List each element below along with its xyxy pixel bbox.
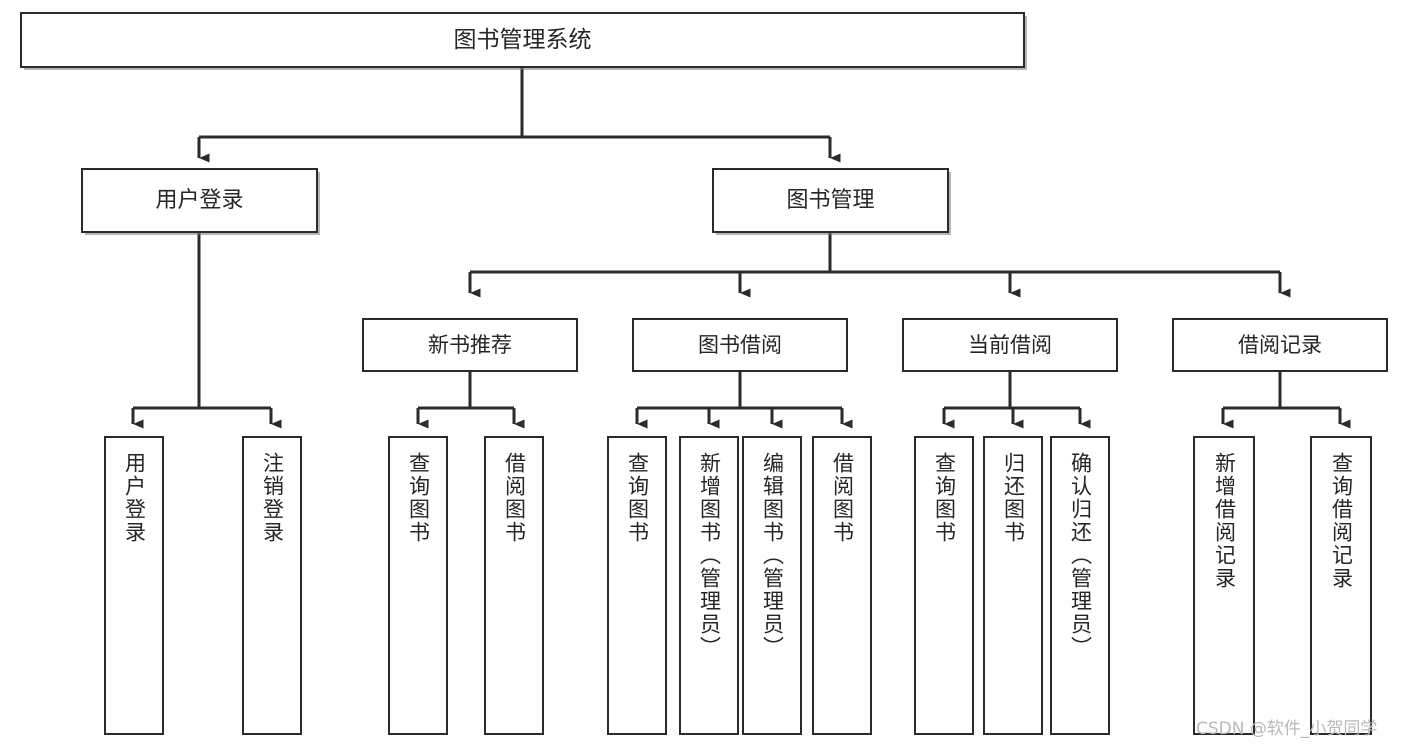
edge-new-book-to-leaves <box>416 372 525 429</box>
node-new-book-recommendation[interactable]: 新书推荐 <box>362 318 578 372</box>
edge-current-borrow-to-leaves <box>942 372 1091 429</box>
edge-user-login-to-leaves <box>131 233 282 429</box>
node-label: 借阅图书 <box>502 452 527 544</box>
node-label: 归还图书 <box>1001 452 1026 544</box>
leaf-query-books-new[interactable]: 查询图书 <box>388 436 448 735</box>
node-label: 借阅记录 <box>1238 332 1322 357</box>
node-label: 确认归还（管理员） <box>1068 452 1093 659</box>
leaf-borrow-books-new[interactable]: 借阅图书 <box>484 436 544 735</box>
node-label: 新增借阅记录 <box>1212 452 1237 590</box>
leaf-query-books-borrow[interactable]: 查询图书 <box>607 436 667 735</box>
node-label: 图书管理 <box>786 187 875 213</box>
node-label: 借阅图书 <box>830 452 855 544</box>
node-label: 注销登录 <box>260 452 285 544</box>
leaf-add-book-admin[interactable]: 新增图书（管理员） <box>679 436 739 735</box>
node-label: 新增图书（管理员） <box>697 452 722 659</box>
node-label: 图书借阅 <box>698 332 782 357</box>
node-user-login[interactable]: 用户登录 <box>81 168 318 233</box>
node-book-borrowing[interactable]: 图书借阅 <box>632 318 848 372</box>
leaf-confirm-return-admin[interactable]: 确认归还（管理员） <box>1050 436 1110 735</box>
node-label: 当前借阅 <box>968 332 1052 357</box>
edge-book-mgmt-to-level2 <box>468 233 1291 298</box>
edge-borrow-record-to-leaves <box>1221 372 1351 429</box>
leaf-add-borrow-record[interactable]: 新增借阅记录 <box>1193 436 1255 735</box>
leaf-user-login[interactable]: 用户登录 <box>104 436 164 735</box>
node-label: 用户登录 <box>155 187 244 213</box>
node-book-management-system[interactable]: 图书管理系统 <box>20 12 1025 68</box>
leaf-edit-book-admin[interactable]: 编辑图书（管理员） <box>742 436 802 735</box>
edge-book-borrow-to-leaves <box>635 372 853 429</box>
node-current-borrowing[interactable]: 当前借阅 <box>902 318 1118 372</box>
leaf-borrow-books[interactable]: 借阅图书 <box>812 436 872 735</box>
edge-root-to-level1 <box>197 68 841 163</box>
leaf-query-borrow-record[interactable]: 查询借阅记录 <box>1310 436 1372 735</box>
node-book-management[interactable]: 图书管理 <box>712 168 949 233</box>
leaf-logout[interactable]: 注销登录 <box>242 436 302 735</box>
node-label: 查询图书 <box>406 452 431 544</box>
leaf-query-books-current[interactable]: 查询图书 <box>914 436 974 735</box>
node-label: 查询借阅记录 <box>1329 452 1354 590</box>
node-label: 图书管理系统 <box>453 26 592 53</box>
node-label: 查询图书 <box>932 452 957 544</box>
node-borrowing-record[interactable]: 借阅记录 <box>1172 318 1388 372</box>
node-label: 查询图书 <box>625 452 650 544</box>
node-label: 新书推荐 <box>428 332 512 357</box>
leaf-return-books[interactable]: 归还图书 <box>983 436 1043 735</box>
node-label: 用户登录 <box>122 452 147 544</box>
node-label: 编辑图书（管理员） <box>760 452 785 659</box>
